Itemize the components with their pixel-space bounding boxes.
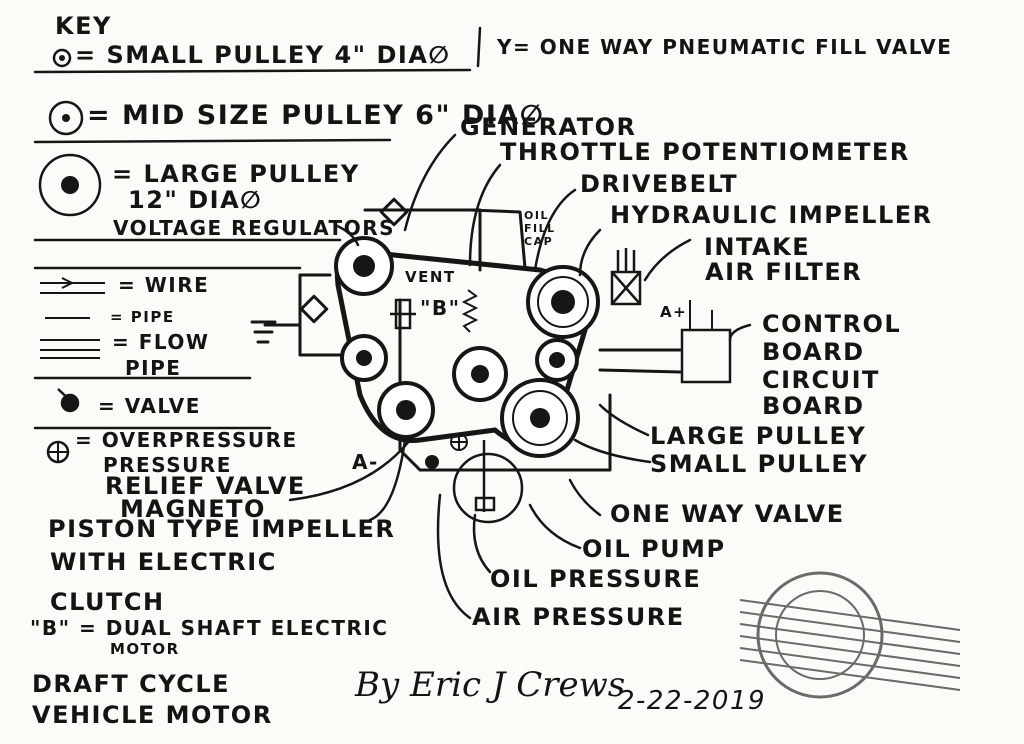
small-pulley-symbol [52,48,72,68]
mid-pulley-symbol [48,100,84,136]
label-intake-a: INTAKE [704,233,811,261]
key-large-pulley-b: 12" DIA∅ [128,186,263,214]
center-pulley [452,346,508,402]
right-small-pulley [535,338,579,382]
leader-lines [288,133,752,620]
right-pipe [578,393,612,472]
key-divider-2 [33,138,392,144]
key-flow-pipe-b: PIPE [125,356,182,380]
label-oil-pressure: OIL PRESSURE [490,565,702,593]
label-control-c: CIRCUIT [762,366,880,394]
label-oil-fill-c: CAP [524,235,554,248]
key-piston-a: PISTON TYPE IMPELLER [48,515,396,543]
key-title: KEY [55,12,112,40]
hydraulic-impeller-pulley [526,265,600,339]
label-oil-pump: OIL PUMP [582,535,726,563]
regulator-diamond-top [379,197,409,227]
label-hydraulic-impeller: HYDRAULIC IMPELLER [610,201,933,229]
valve-engine [425,455,439,469]
label-one-way-valve: ONE WAY VALVE [610,500,845,528]
relief-valve-symbol [46,440,70,464]
footer-title-b: VEHICLE MOTOR [32,701,273,729]
wire-left-frame [298,273,347,357]
control-board-box [680,328,732,384]
signature: By Eric J Crews [355,665,626,705]
label-oil-fill-b: FILL [524,222,556,235]
label-oil-fill-a: OIL [524,209,549,222]
key-divider-1 [33,68,472,74]
key-flow-pipe-a: = FLOW [112,330,210,354]
label-vent: VENT [405,268,456,286]
generator-pulley [334,236,394,296]
label-control-b: BOARD [762,338,865,366]
label-large-pulley: LARGE PULLEY [650,422,867,450]
label-motor-b: "B" [420,296,461,320]
key-large-pulley-a: = LARGE PULLEY [112,160,360,188]
key-motor-b-a: "B" = DUAL SHAFT ELECTRIC [30,616,389,640]
key-fill-valve: Y= ONE WAY PNEUMATIC FILL VALVE [497,35,953,59]
key-piston-c: CLUTCH [50,588,165,616]
large-pulley-symbol [38,153,102,217]
key-wire: = WIRE [118,273,210,297]
label-generator: GENERATOR [460,113,637,141]
postal-stamp [739,571,961,699]
label-a-plus: A+ [660,303,688,321]
key-overpressure-b: PRESSURE [103,453,232,477]
key-overpressure-a: = OVERPRESSURE [75,428,298,452]
footer-title-a: DRAFT CYCLE [32,670,231,698]
label-throttle: THROTTLE POTENTIOMETER [500,138,910,166]
key-mid-pulley: = MID SIZE PULLEY 6" DIA∅ [87,100,545,131]
date: 2-22-2019 [618,686,767,716]
dual-shaft-motor [390,298,416,330]
flow-pipe-symbol [40,339,100,359]
wire-symbol [40,277,105,294]
key-piston-b: WITH ELECTRIC [50,548,277,576]
key-pipe: = PIPE [110,308,175,326]
key-small-pulley: = SMALL PULLEY 4" DIA∅ [75,41,451,69]
control-wire-2 [598,368,682,374]
label-control-a: CONTROL [762,310,902,338]
piston-pulley [377,381,435,439]
key-motor-b-b: MOTOR [110,640,180,658]
key-divider-vertical [476,26,482,68]
key-magneto: MAGNETO [120,495,266,523]
label-control-d: BOARD [762,392,865,420]
left-mid-pulley [340,334,388,382]
label-intake-b: AIR FILTER [705,258,863,286]
key-voltage-regulators: VOLTAGE REGULATORS [113,216,396,240]
label-air-pressure: AIR PRESSURE [472,603,685,631]
large-pulley [500,378,580,458]
key-overpressure-c: RELIEF VALVE [105,472,306,500]
relief-valve-engine [450,433,468,451]
oil-pump-chamber [452,440,524,524]
vent-spring [461,289,479,333]
key-valve: = VALVE [98,394,201,418]
label-drivebelt: DRIVEBELT [580,170,739,198]
top-right-wire [468,208,527,270]
regulator-diamond-left [299,294,329,324]
valve-symbol [57,388,80,413]
intake-air-filter [610,248,642,306]
label-small-pulley: SMALL PULLEY [650,450,869,478]
label-a-minus: A- [352,450,379,474]
